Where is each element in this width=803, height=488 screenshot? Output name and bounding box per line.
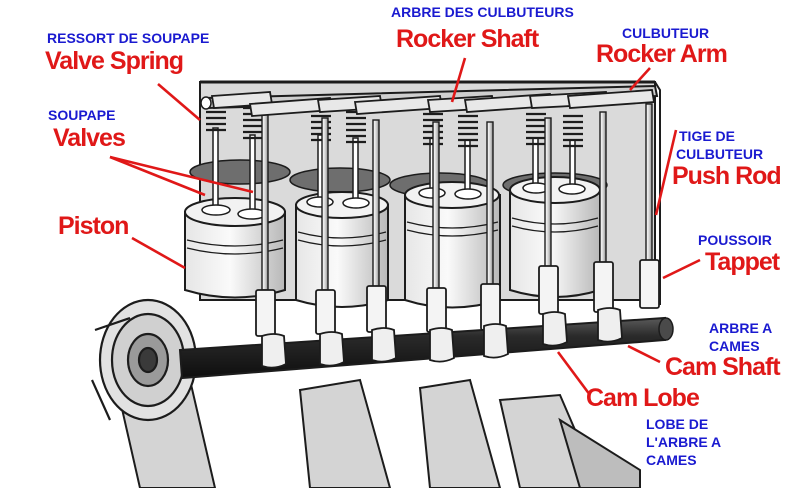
- valve-spring-label-fr: RESSORT DE SOUPAPE: [47, 30, 210, 46]
- cam-lobe-label-fr-3: CAMES: [646, 452, 697, 468]
- valves-label-fr: SOUPAPE: [48, 107, 116, 123]
- cam-gear: [90, 298, 198, 422]
- valves-label-en: Valves: [53, 124, 126, 152]
- cam-shaft-label-fr-1: ARBRE A: [709, 320, 773, 336]
- piston-label-en: Piston: [58, 212, 129, 240]
- piston: [295, 191, 389, 308]
- rocker-shaft-label-en: Rocker Shaft: [396, 25, 539, 53]
- piston: [404, 181, 501, 309]
- tappet-label-fr: POUSSOIR: [698, 232, 772, 248]
- cam-shaft-label-fr-2: CAMES: [709, 338, 760, 354]
- valve-spring-label-en: Valve Spring: [45, 47, 184, 75]
- piston: [184, 197, 286, 299]
- cam-shaft-label-en: Cam Shaft: [665, 353, 781, 381]
- push-rod: [261, 103, 653, 291]
- push-rod-label-fr-2: CULBUTEUR: [676, 146, 764, 162]
- cam-lobe: [261, 307, 623, 369]
- rocker-arm-label-fr: CULBUTEUR: [622, 25, 710, 41]
- crankcase: [118, 378, 641, 488]
- rocker-arm: [210, 89, 656, 117]
- cam-lobe-label-en: Cam Lobe: [586, 384, 700, 412]
- push-rod-label-fr-1: TIGE DE: [679, 128, 736, 144]
- rocker-arm-label-en: Rocker Arm: [596, 40, 728, 68]
- tappet-label-en: Tappet: [705, 248, 780, 276]
- rocker-shaft-label-fr: ARBRE DES CULBUTEURS: [391, 4, 574, 20]
- cam-lobe-label-fr-2: L'ARBRE A: [646, 434, 722, 450]
- tappet: [255, 259, 660, 337]
- cam-lobe-label-fr-1: LOBE DE: [646, 416, 709, 432]
- push-rod-label-en: Push Rod: [672, 162, 782, 190]
- leader-lines: [109, 57, 701, 396]
